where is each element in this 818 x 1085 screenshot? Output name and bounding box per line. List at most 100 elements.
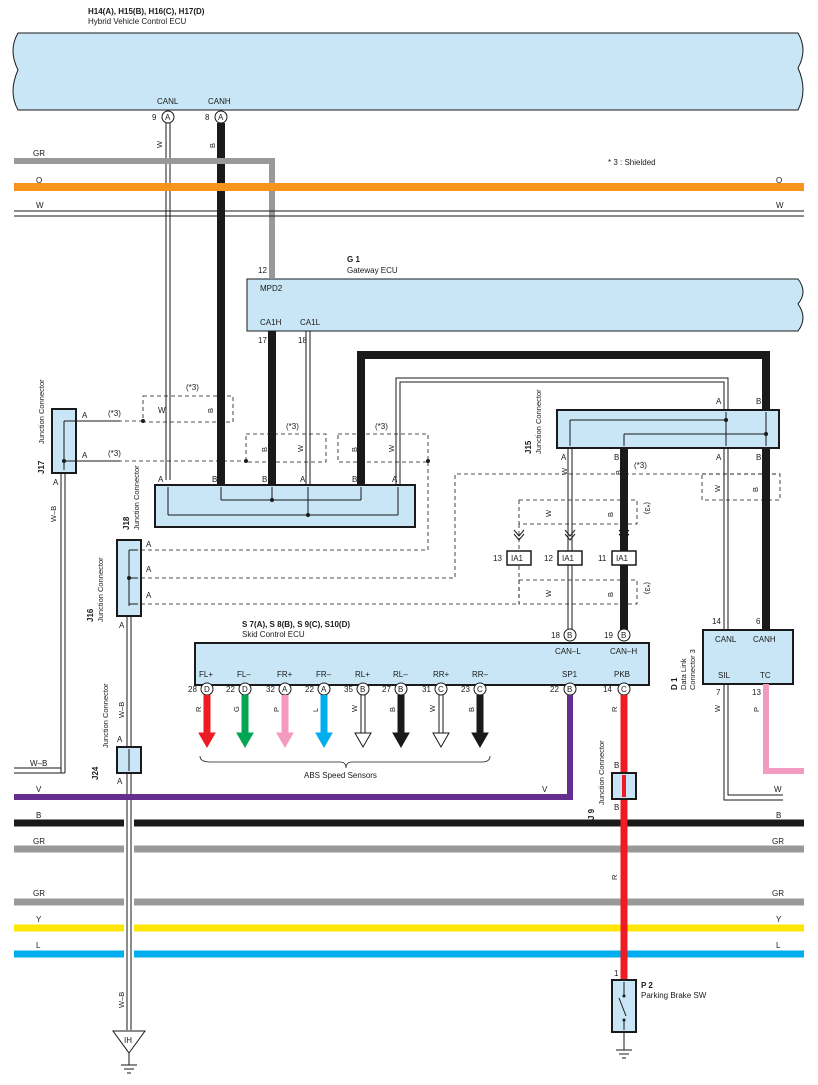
dlc-name1: Data Link bbox=[679, 658, 688, 690]
ia1-pin-12: 12 bbox=[544, 554, 553, 563]
hv-pin-canl: CANL bbox=[157, 97, 179, 106]
pkb-wire: R R B B J 9 Junction Connector bbox=[587, 695, 637, 980]
sensor-pin-conn bbox=[356, 682, 370, 696]
sensor-pin-label: RR+ bbox=[433, 670, 450, 679]
sensor-pin-no: 22 bbox=[305, 685, 314, 694]
hv-ecu-name: Hybrid Vehicle Control ECU bbox=[88, 17, 186, 26]
j24-wire-wb: W–B bbox=[117, 992, 126, 1008]
sensor-pin-conn-letter: A bbox=[282, 685, 288, 694]
sensor-pin-label: FL– bbox=[237, 670, 251, 679]
shield-b-1: B bbox=[206, 408, 215, 413]
shield-label-1: (*3) bbox=[186, 383, 199, 392]
j15-wires: W B (*3) W B bbox=[560, 448, 783, 801]
j18-name: Junction Connector bbox=[132, 465, 141, 530]
j9-title: J 9 bbox=[587, 808, 596, 820]
j17-shield1: (*3) bbox=[108, 409, 121, 418]
top-bus-wires: GR O O W W bbox=[14, 149, 804, 278]
j18-pin-a1: A bbox=[158, 475, 164, 484]
shield-w-1: W bbox=[158, 406, 166, 415]
ia1-pin-13: 13 bbox=[493, 554, 502, 563]
j15-pin-b-bot2: B bbox=[756, 453, 761, 462]
wire-b-right: B bbox=[776, 811, 781, 820]
gateway-pinno-ca1h: 17 bbox=[258, 336, 267, 345]
j9-name: Junction Connector bbox=[597, 740, 606, 805]
sensor-arrow bbox=[392, 732, 410, 749]
wire-o-left: O bbox=[36, 176, 42, 185]
sensor-pin-no: 23 bbox=[461, 685, 470, 694]
ia1-shield-w-bot: W bbox=[544, 589, 553, 597]
sensor-wire-color: W bbox=[428, 704, 437, 712]
j15-name: Junction Connector bbox=[534, 389, 543, 454]
dlc-canl: CANL bbox=[715, 635, 737, 644]
sensor-pin-conn-letter: B bbox=[360, 685, 365, 694]
hv-pinno-canl: 9 bbox=[152, 113, 157, 122]
abs-sensors-label: ABS Speed Sensors bbox=[304, 771, 377, 780]
gateway-pinno-ca1l: 18 bbox=[298, 336, 307, 345]
sensor-wire-color: L bbox=[311, 708, 320, 712]
gateway-can-wires bbox=[268, 331, 770, 485]
j18-pin-a3: A bbox=[392, 475, 398, 484]
wire-w-left: W bbox=[36, 201, 44, 210]
parking-title: P 2 bbox=[641, 981, 653, 990]
wire-v-left: V bbox=[36, 785, 42, 794]
dlc-shield-b: B bbox=[751, 487, 760, 492]
ground-label: IH bbox=[124, 1036, 132, 1045]
dlc-sil-no: 7 bbox=[716, 688, 721, 697]
parking-pin: 1 bbox=[614, 969, 619, 978]
wire-l-right: L bbox=[776, 941, 781, 950]
skid-canl-conn: B bbox=[567, 631, 572, 640]
j15-connector: A B A B A B J15 Junction Connector bbox=[524, 389, 780, 462]
ia1-shield-b-top: B bbox=[606, 512, 615, 517]
parking-brake-sw: 1 P 2 Parking Brake SW bbox=[611, 969, 707, 1059]
j17-wire-wb: W–B bbox=[49, 506, 58, 522]
j15-pin-a-top: A bbox=[716, 397, 722, 406]
hv-control-ecu: H14(A), H15(B), H16(C), H17(D) Hybrid Ve… bbox=[12, 7, 804, 124]
gateway-title: G 1 bbox=[347, 255, 360, 264]
j17-wire-wb-h: W–B bbox=[30, 759, 47, 768]
j18-pin-b3: B bbox=[352, 475, 357, 484]
j18-pin-b1: B bbox=[212, 475, 217, 484]
hv-pinno-canh: 8 bbox=[205, 113, 210, 122]
sensor-arrow bbox=[276, 732, 294, 749]
ground-ih: IH bbox=[112, 1030, 146, 1074]
j16-pin-a1: A bbox=[146, 540, 152, 549]
shield-b-3: B bbox=[350, 447, 359, 452]
dlc-wire-p: P bbox=[752, 707, 761, 712]
skid-canl: CAN–L bbox=[555, 647, 581, 656]
skid-pkb-conn: C bbox=[621, 685, 627, 694]
dlc-tc-no: 13 bbox=[752, 688, 761, 697]
skid-sp1-conn: B bbox=[567, 685, 572, 694]
j17-pin-a1: A bbox=[82, 411, 88, 420]
shield-w-2: W bbox=[296, 444, 305, 452]
j16-connector: A A A A J16 Junction Connector W–B bbox=[86, 459, 780, 748]
dlc-canh: CANH bbox=[753, 635, 776, 644]
wire-o-right: O bbox=[776, 176, 782, 185]
gateway-pin-ca1l: CA1L bbox=[300, 318, 321, 327]
dlc3: CANL CANH SIL TC 14 6 7 13 D 1 Data Link… bbox=[670, 617, 804, 794]
j15-pin-b-top: B bbox=[756, 397, 761, 406]
skid-pkb: PKB bbox=[614, 670, 630, 679]
skid-canl-no: 18 bbox=[551, 631, 560, 640]
j18-title: J18 bbox=[122, 516, 131, 530]
sensor-arrow bbox=[354, 732, 372, 749]
j17-title: J17 bbox=[37, 460, 46, 474]
j15-pin-a-bot2: A bbox=[716, 453, 722, 462]
j15-title: J15 bbox=[524, 440, 533, 454]
wire-y-left: Y bbox=[36, 915, 42, 924]
sensor-pin-label: RL+ bbox=[355, 670, 370, 679]
j18-connector: A B B A B A J18 Junction Connector bbox=[122, 465, 416, 530]
wire-b-left: B bbox=[36, 811, 41, 820]
j24-pin-a1: A bbox=[117, 735, 123, 744]
j18-pin-a2: A bbox=[300, 475, 306, 484]
hv-conn-canh-letter: A bbox=[218, 113, 224, 122]
hv-ecu-title: H14(A), H15(B), H16(C), H17(D) bbox=[88, 7, 205, 16]
j17-name: Junction Connector bbox=[37, 379, 46, 444]
shield-label-2: (*3) bbox=[286, 422, 299, 431]
wire-gr-right-1: GR bbox=[772, 837, 784, 846]
j17-pin-a2: A bbox=[82, 451, 88, 460]
j16-name: Junction Connector bbox=[96, 557, 105, 622]
wire-l-left: L bbox=[36, 941, 41, 950]
sensor-pin-conn-letter: C bbox=[438, 685, 444, 694]
gateway-name: Gateway ECU bbox=[347, 266, 398, 275]
j15-shield: (*3) bbox=[634, 461, 647, 470]
